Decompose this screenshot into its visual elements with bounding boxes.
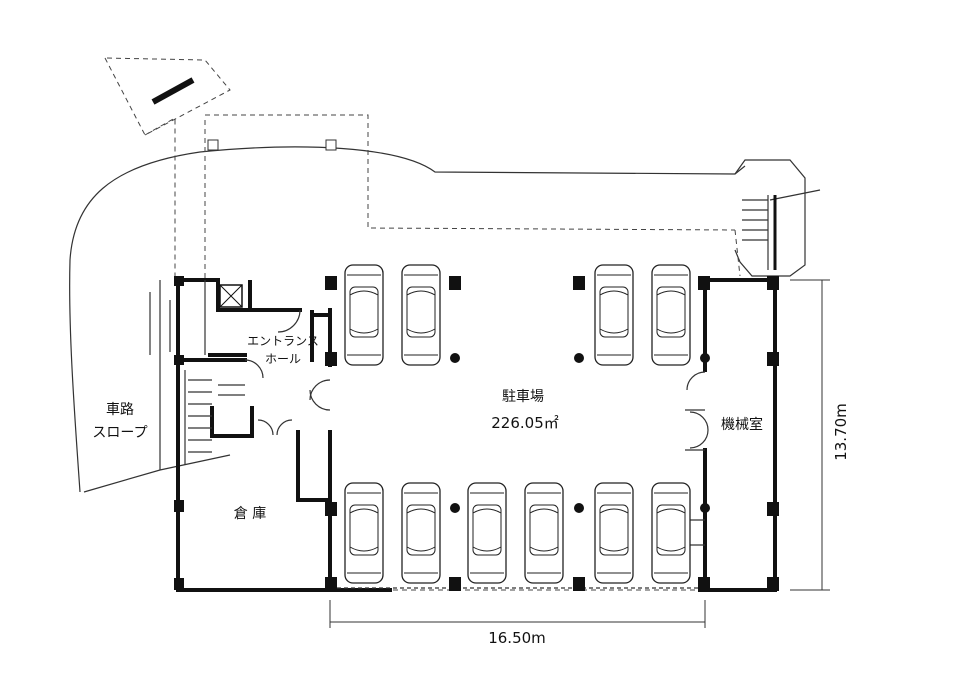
car-5: [344, 482, 384, 584]
car-3: [594, 264, 634, 366]
car-9: [594, 482, 634, 584]
car-8: [524, 482, 564, 584]
car-10: [651, 482, 691, 584]
site-outline: [69, 146, 821, 493]
label-parking: 駐車場: [502, 388, 544, 405]
label-storage: 倉 庫: [234, 505, 266, 522]
car-2: [401, 264, 441, 366]
car-6: [401, 482, 441, 584]
car-7: [467, 482, 507, 584]
label-entrance-2: ホール: [265, 352, 301, 366]
car-1: [344, 264, 384, 366]
barrier-bar: [151, 77, 195, 105]
label-ramp-1: 車路: [106, 401, 134, 418]
label-width: 16.50m: [488, 629, 546, 647]
thin-lines: [149, 195, 777, 589]
dimension-lines: [329, 279, 830, 628]
dashed-columns: [207, 139, 337, 151]
elevator: [219, 284, 243, 308]
car-4: [651, 264, 691, 366]
label-parking-area: 226.05㎡: [491, 414, 559, 432]
label-depth: 13.70m: [832, 403, 850, 461]
columns: [174, 276, 779, 591]
label-entrance-1: エントランス: [247, 334, 319, 348]
dashed-lines: [104, 57, 741, 591]
label-ramp-2: スロープ: [92, 425, 147, 441]
parking-cars: [344, 264, 691, 584]
label-machine-room: 機械室: [721, 416, 763, 433]
